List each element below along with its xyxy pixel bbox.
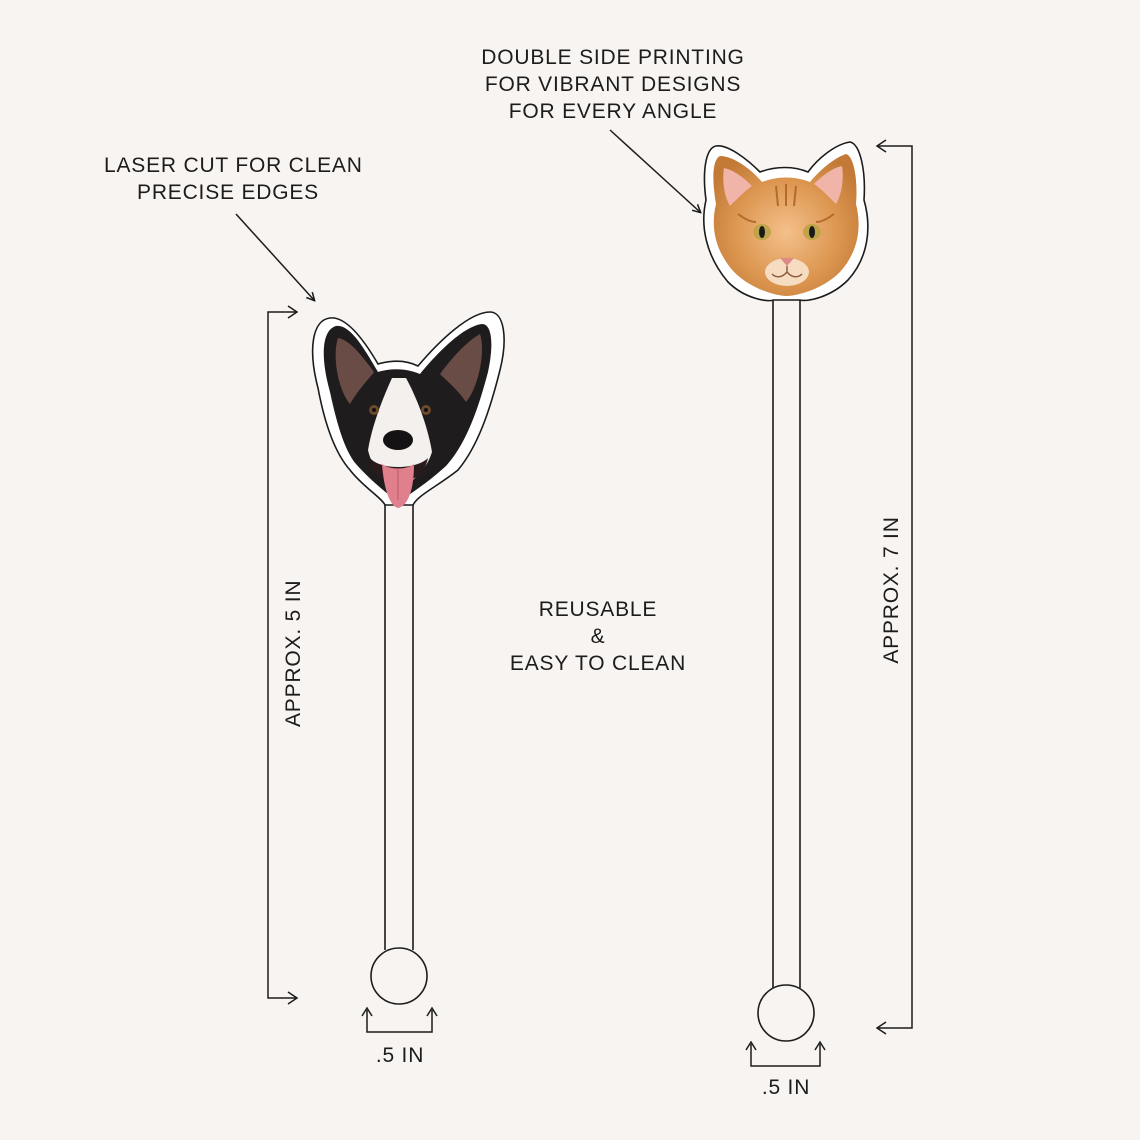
- dog-width-label: .5 IN: [375, 1044, 425, 1067]
- laser-cut-line-2: PRECISE EDGES: [137, 181, 319, 204]
- reusable-line-2: &: [590, 625, 606, 648]
- cat-length-bracket: [878, 145, 913, 1029]
- dog-stirrer-end-ring: [370, 947, 428, 1005]
- cat-head-icon: [713, 154, 859, 296]
- double-side-callout: DOUBLE SIDE PRINTING FOR VIBRANT DESIGNS…: [480, 44, 746, 125]
- cat-stirrer-stick: [772, 290, 801, 988]
- cat-length-label: APPROX. 7 IN: [880, 516, 903, 664]
- reusable-line-1: REUSABLE: [538, 598, 658, 621]
- cat-width-bracket: [750, 1044, 821, 1067]
- dog-stirrer-stick: [384, 505, 414, 950]
- dog-head-icon: [323, 324, 492, 508]
- cat-stirrer-end-ring: [757, 984, 815, 1042]
- dog-width-bracket: [366, 1010, 433, 1033]
- dog-length-label: APPROX. 5 IN: [282, 579, 305, 727]
- double-side-line-1: DOUBLE SIDE PRINTING: [481, 46, 745, 69]
- cat-width-label: .5 IN: [761, 1076, 811, 1099]
- reusable-line-3: EASY TO CLEAN: [509, 652, 687, 675]
- reusable-callout: REUSABLE & EASY TO CLEAN: [498, 596, 698, 677]
- double-side-line-3: FOR EVERY ANGLE: [508, 100, 718, 123]
- laser-cut-line-1: LASER CUT FOR CLEAN: [104, 154, 363, 177]
- dog-length-bracket: [267, 311, 296, 999]
- double-side-line-2: FOR VIBRANT DESIGNS: [484, 73, 742, 96]
- laser-cut-arrow: [235, 213, 314, 300]
- laser-cut-callout: LASER CUT FOR CLEAN PRECISE EDGES: [104, 152, 363, 206]
- double-side-arrow: [609, 129, 700, 212]
